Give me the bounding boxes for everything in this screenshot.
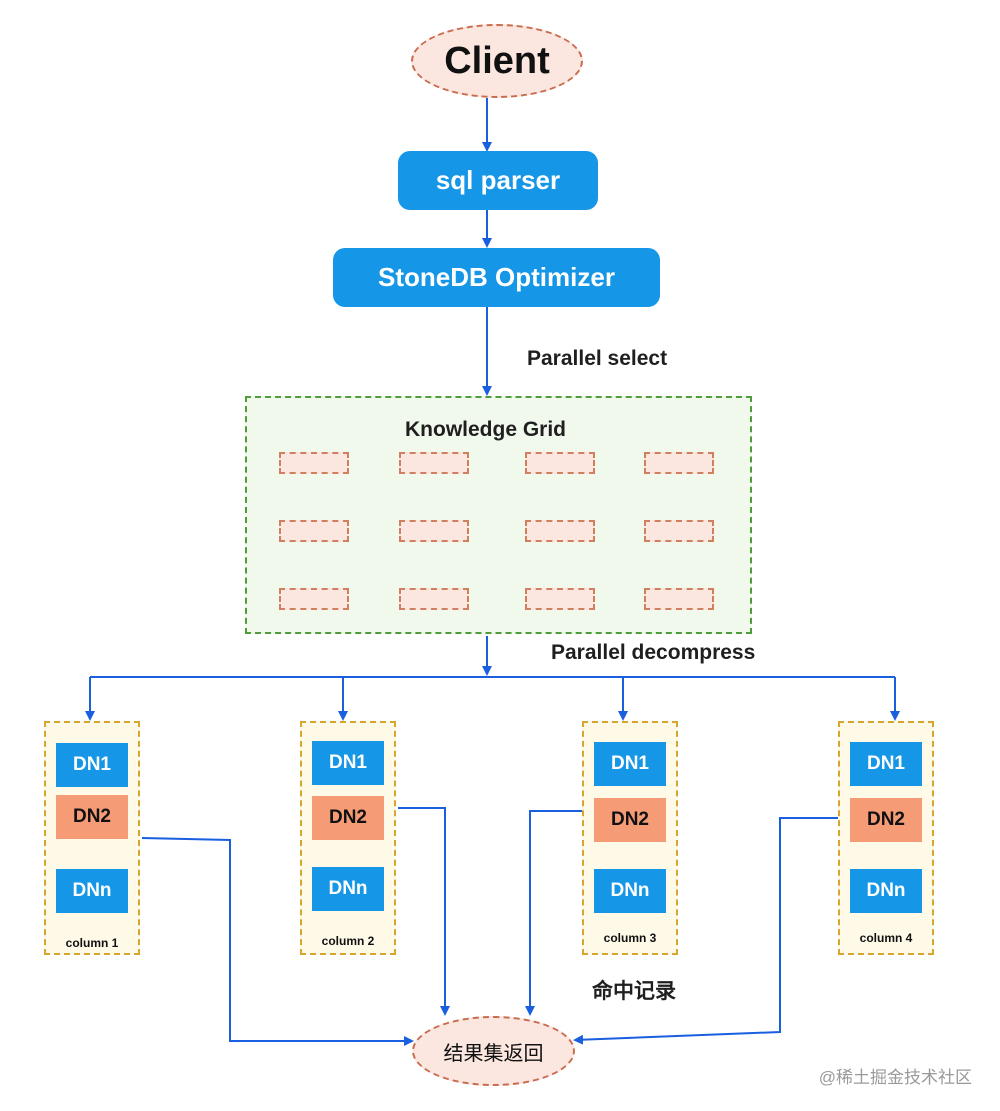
column-1: DN1 DN2 DNn column 1 [44, 721, 140, 955]
dnn-block: DNn [850, 869, 922, 913]
client-label: Client [444, 39, 550, 82]
column-label: column 1 [65, 936, 119, 950]
grid-cell [399, 520, 469, 542]
parallel-decompress-label: Parallel decompress [551, 641, 756, 664]
grid-cell [279, 520, 349, 542]
grid-cell [525, 452, 595, 474]
column-label: column 4 [859, 931, 913, 945]
column-3: DN1 DN2 DNn column 3 [582, 721, 678, 955]
parallel-select-label: Parallel select [527, 347, 668, 370]
hit-records-label: 命中记录 [592, 980, 676, 1003]
grid-cell [644, 452, 714, 474]
result-label: 结果集返回 [443, 1042, 544, 1065]
dn2-block: DN2 [594, 798, 666, 842]
column-2: DN1 DN2 DNn column 2 [300, 721, 396, 955]
grid-cell [525, 588, 595, 610]
arrow-column-1-to-result [141, 837, 414, 1046]
dn1-block: DN1 [850, 742, 922, 786]
grid-cell [399, 452, 469, 474]
grid-cell [644, 520, 714, 542]
grid-cell [279, 452, 349, 474]
dn2-block: DN2 [312, 796, 384, 840]
dn2-block: DN2 [850, 798, 922, 842]
column-4: DN1 DN2 DNn column 4 [838, 721, 934, 955]
sql-parser-node: sql parser [398, 151, 598, 210]
dn1-block: DN1 [56, 743, 128, 787]
grid-cell [525, 520, 595, 542]
optimizer-node: StoneDB Optimizer [333, 248, 660, 307]
dnn-block: DNn [56, 869, 128, 913]
dn2-block: DN2 [56, 795, 128, 839]
dnn-block: DNn [312, 867, 384, 911]
arrow-column-3-to-result [525, 810, 582, 1016]
optimizer-label: StoneDB Optimizer [378, 262, 615, 292]
grid-cell [399, 588, 469, 610]
sql-parser-label: sql parser [435, 165, 561, 195]
column-label: column 3 [603, 931, 657, 945]
arrow-column-2-to-result [398, 807, 450, 1016]
dnn-block: DNn [594, 869, 666, 913]
grid-cell [279, 588, 349, 610]
grid-cell [644, 588, 714, 610]
result-node: 结果集返回 [412, 1016, 575, 1086]
arrow-column-4-to-result [573, 817, 838, 1045]
dn1-block: DN1 [594, 742, 666, 786]
knowledge-grid-title: Knowledge Grid [405, 418, 567, 441]
watermark: @稀土掘金技术社区 [818, 1068, 972, 1087]
client-node: Client [411, 24, 583, 98]
column-label: column 2 [321, 934, 375, 948]
dn1-block: DN1 [312, 741, 384, 785]
